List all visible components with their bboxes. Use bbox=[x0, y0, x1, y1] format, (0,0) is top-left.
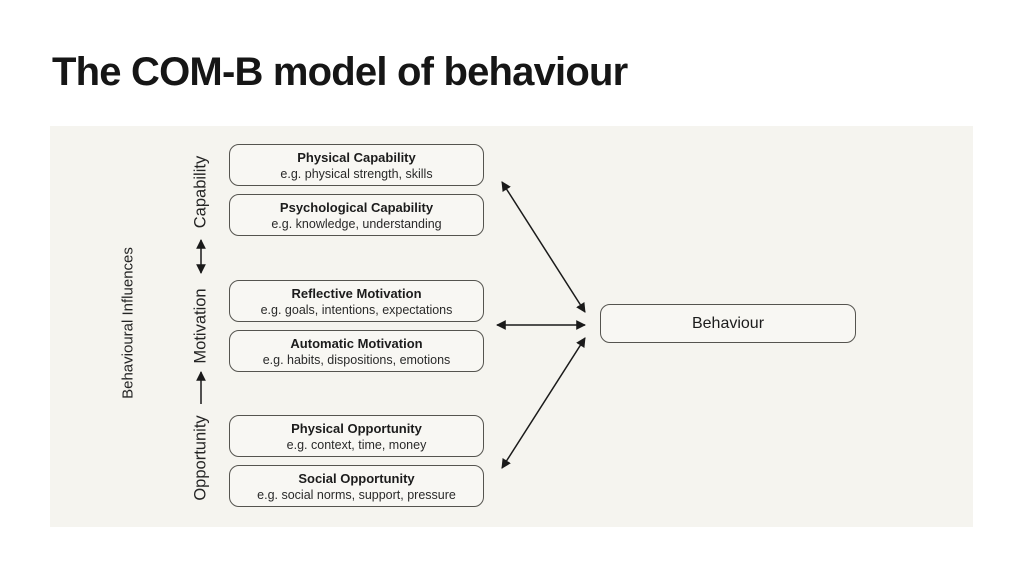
box-subtitle: e.g. knowledge, understanding bbox=[271, 216, 442, 231]
box-behaviour: Behaviour bbox=[600, 304, 856, 343]
box-subtitle: e.g. physical strength, skills bbox=[280, 166, 433, 181]
box-automatic-motivation: Automatic Motivation e.g. habits, dispos… bbox=[229, 330, 484, 372]
box-physical-capability: Physical Capability e.g. physical streng… bbox=[229, 144, 484, 186]
box-title: Automatic Motivation bbox=[290, 335, 423, 351]
behaviour-label: Behaviour bbox=[691, 314, 765, 332]
category-label-motivation: Motivation bbox=[191, 288, 210, 364]
diagram-panel: Behavioural Influences Capability Motiva… bbox=[50, 126, 973, 527]
box-title: Social Opportunity bbox=[298, 470, 415, 486]
box-social-opportunity: Social Opportunity e.g. social norms, su… bbox=[229, 465, 484, 507]
box-subtitle: e.g. habits, dispositions, emotions bbox=[262, 352, 451, 367]
box-subtitle: e.g. goals, intentions, expectations bbox=[260, 302, 453, 317]
box-reflective-motivation: Reflective Motivation e.g. goals, intent… bbox=[229, 280, 484, 322]
category-label-capability: Capability bbox=[191, 155, 210, 229]
box-psychological-capability: Psychological Capability e.g. knowledge,… bbox=[229, 194, 484, 236]
box-physical-opportunity: Physical Opportunity e.g. context, time,… bbox=[229, 415, 484, 457]
arrow-opportunity-behaviour bbox=[501, 337, 586, 469]
box-title: Physical Capability bbox=[297, 149, 416, 165]
slide-title: The COM-B model of behaviour bbox=[52, 50, 628, 94]
box-subtitle: e.g. context, time, money bbox=[286, 437, 427, 452]
box-title: Psychological Capability bbox=[279, 199, 434, 215]
box-title: Reflective Motivation bbox=[291, 285, 422, 301]
arrow-capability-behaviour bbox=[501, 181, 586, 313]
box-title: Physical Opportunity bbox=[291, 420, 422, 436]
category-label-opportunity: Opportunity bbox=[191, 415, 210, 501]
behavioural-influences-label: Behavioural Influences bbox=[119, 247, 137, 399]
box-subtitle: e.g. social norms, support, pressure bbox=[257, 487, 456, 502]
